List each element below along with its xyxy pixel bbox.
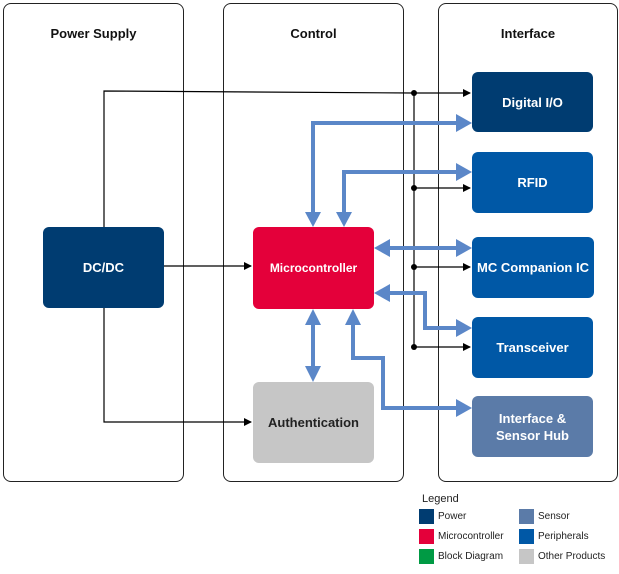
legend-label-sensor: Sensor	[538, 511, 570, 522]
legend-label-microcontroller: Microcontroller	[438, 531, 504, 542]
legend-label-block-diagram: Block Diagram	[438, 551, 504, 562]
block-dcdc-label: DC/DC	[82, 260, 125, 275]
arrowhead-transceiver	[456, 319, 472, 337]
arrowhead-digital-io	[456, 114, 472, 132]
block-authentication-label: Authentication	[268, 415, 359, 430]
power-line-dcdc-to-digital-io	[103, 89, 471, 227]
data-bus-rfid	[342, 170, 458, 214]
block-rfid-label: RFID	[517, 175, 548, 190]
legend-item-sensor: Sensor	[519, 509, 619, 524]
legend-label-power: Power	[438, 511, 467, 522]
block-mc-companion-ic-label: MC Companion IC	[477, 260, 589, 275]
panel-title-interface: Interface	[500, 26, 556, 41]
block-transceiver[interactable]: Transceiver	[472, 317, 593, 378]
block-sensor-hub-label-line1: Interface &	[498, 410, 567, 426]
block-interface-sensor-hub[interactable]: Interface & Sensor Hub	[472, 396, 593, 457]
legend-item-microcontroller: Microcontroller	[419, 529, 519, 544]
arrowhead-authentication	[305, 366, 321, 382]
legend-swatch-microcontroller	[419, 529, 434, 544]
arrowhead-mcu-right-2	[374, 284, 390, 302]
arrowhead-rfid	[456, 163, 472, 181]
legend-swatch-other-products	[519, 549, 534, 564]
legend-swatch-block-diagram	[419, 549, 434, 564]
legend-item-other-products: Other Products	[519, 549, 619, 564]
panel-title-power-supply: Power Supply	[50, 26, 137, 41]
panel-control: Control	[223, 3, 404, 482]
arrowhead-mcu-top-2	[336, 212, 352, 227]
block-sensor-hub-label-line2: Sensor Hub	[496, 427, 569, 443]
legend-grid: Power Sensor Microcontroller Peripherals…	[419, 509, 619, 564]
block-transceiver-label: Transceiver	[496, 340, 569, 355]
legend-item-power: Power	[419, 509, 519, 524]
power-junctions	[411, 90, 417, 350]
panel-interface: Interface	[438, 3, 618, 482]
legend-label-peripherals: Peripherals	[538, 531, 589, 542]
panel-title-control: Control	[290, 26, 337, 41]
power-lines	[103, 89, 471, 426]
junction-dot	[411, 185, 417, 191]
legend-title: Legend	[422, 493, 459, 505]
data-bus-arrowheads	[305, 114, 472, 417]
legend: Legend Power Sensor Microcontroller Peri…	[419, 493, 619, 564]
legend-item-peripherals: Peripherals	[519, 529, 619, 544]
block-digital-io-label: Digital I/O	[502, 94, 563, 110]
arrowhead-mcu-right-1	[374, 239, 390, 257]
junction-dot	[411, 264, 417, 270]
legend-swatch-peripherals	[519, 529, 534, 544]
data-bus-sensor-hub	[351, 323, 458, 410]
block-microcontroller[interactable]: Microcontroller	[253, 227, 374, 309]
legend-label-other-products: Other Products	[538, 551, 606, 562]
data-bus-transceiver	[388, 291, 458, 330]
data-bus-digital-io	[311, 121, 458, 214]
block-rfid[interactable]: RFID	[472, 152, 593, 213]
power-line-dcdc-to-authentication	[103, 308, 252, 426]
block-dcdc[interactable]: DC/DC	[43, 227, 164, 308]
junction-dot	[411, 344, 417, 350]
data-buses	[311, 121, 458, 410]
arrowhead-mcu-bottom-1	[305, 309, 321, 325]
junction-dot	[411, 90, 417, 96]
legend-swatch-power	[419, 509, 434, 524]
arrowhead-mc-companion	[456, 239, 472, 257]
block-mc-companion-ic[interactable]: MC Companion IC	[472, 237, 594, 298]
block-authentication[interactable]: Authentication	[253, 382, 374, 463]
arrowhead-mcu-top-1	[305, 212, 321, 227]
arrowhead-mcu-bottom-2	[345, 309, 361, 325]
legend-swatch-sensor	[519, 509, 534, 524]
legend-item-block-diagram: Block Diagram	[419, 549, 519, 564]
block-digital-io[interactable]: Digital I/O	[472, 72, 593, 132]
block-microcontroller-label: Microcontroller	[269, 260, 358, 275]
arrowhead-sensor-hub	[456, 399, 472, 417]
panel-power-supply: Power Supply	[3, 3, 184, 482]
